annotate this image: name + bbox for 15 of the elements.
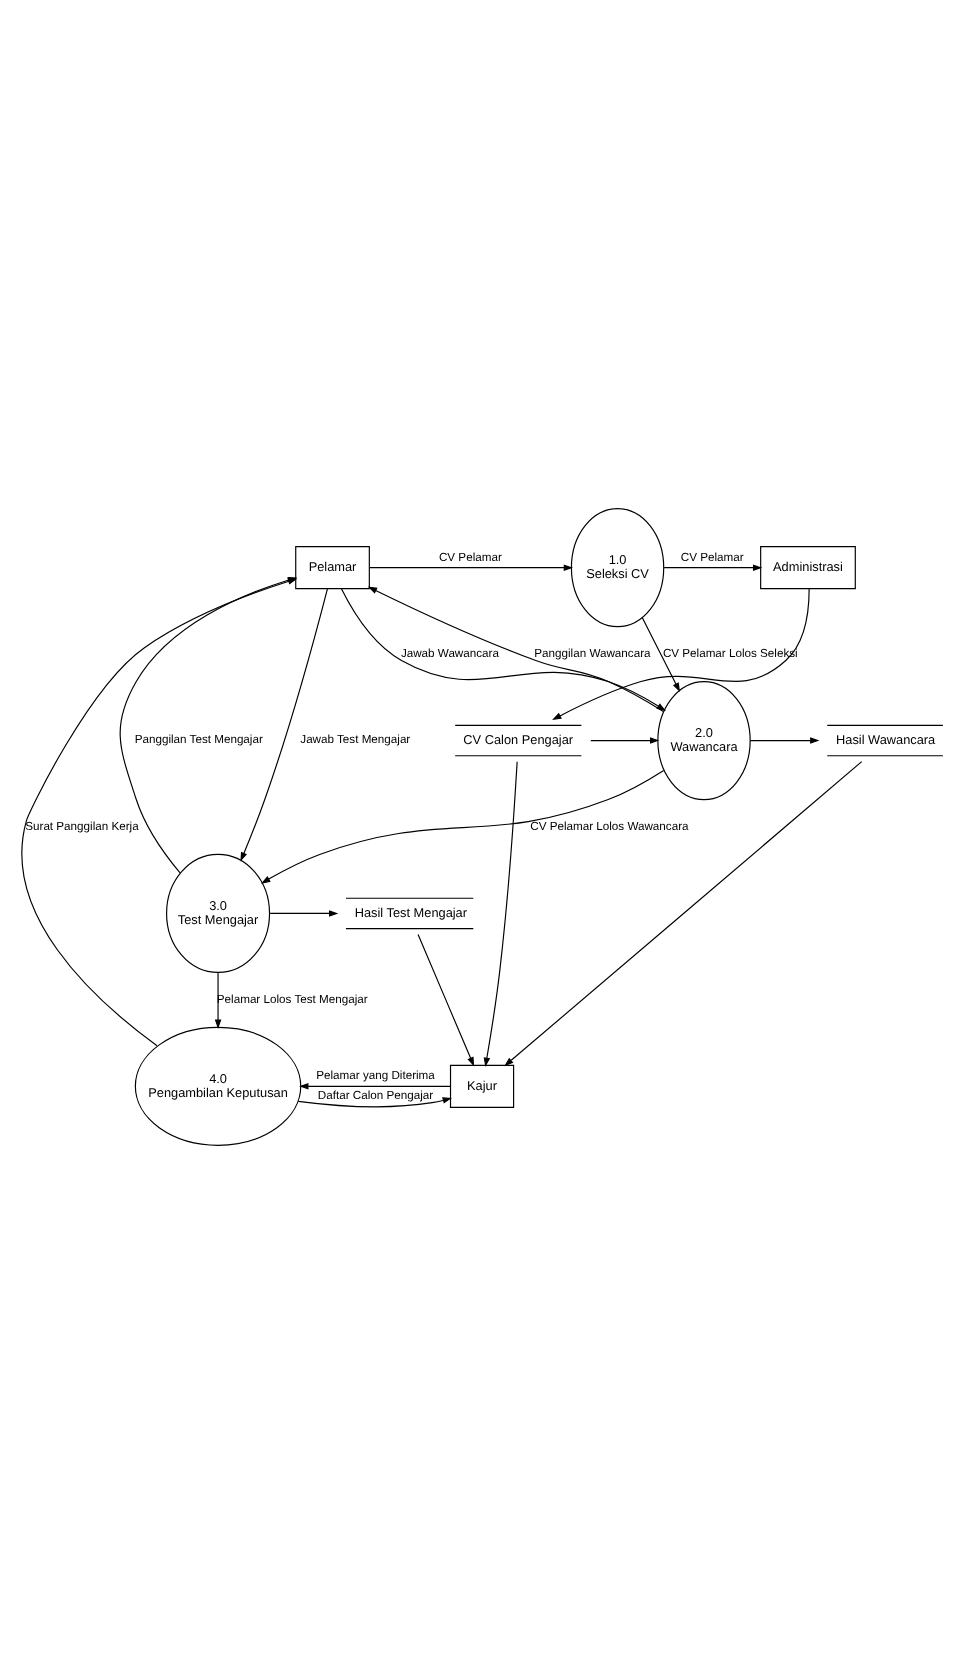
arrow xyxy=(214,972,222,1029)
arrow xyxy=(590,737,660,744)
arrow xyxy=(299,1083,451,1090)
arrow xyxy=(240,588,329,862)
arrow xyxy=(269,910,339,917)
arrow xyxy=(297,1097,452,1108)
arrow xyxy=(641,617,681,693)
arrow xyxy=(663,564,763,571)
arrow xyxy=(749,737,820,744)
arrow xyxy=(483,761,518,1067)
arrow xyxy=(504,761,863,1067)
arrow xyxy=(261,769,665,884)
arrow xyxy=(417,933,475,1067)
arrow xyxy=(552,588,810,721)
arrow xyxy=(369,564,574,571)
